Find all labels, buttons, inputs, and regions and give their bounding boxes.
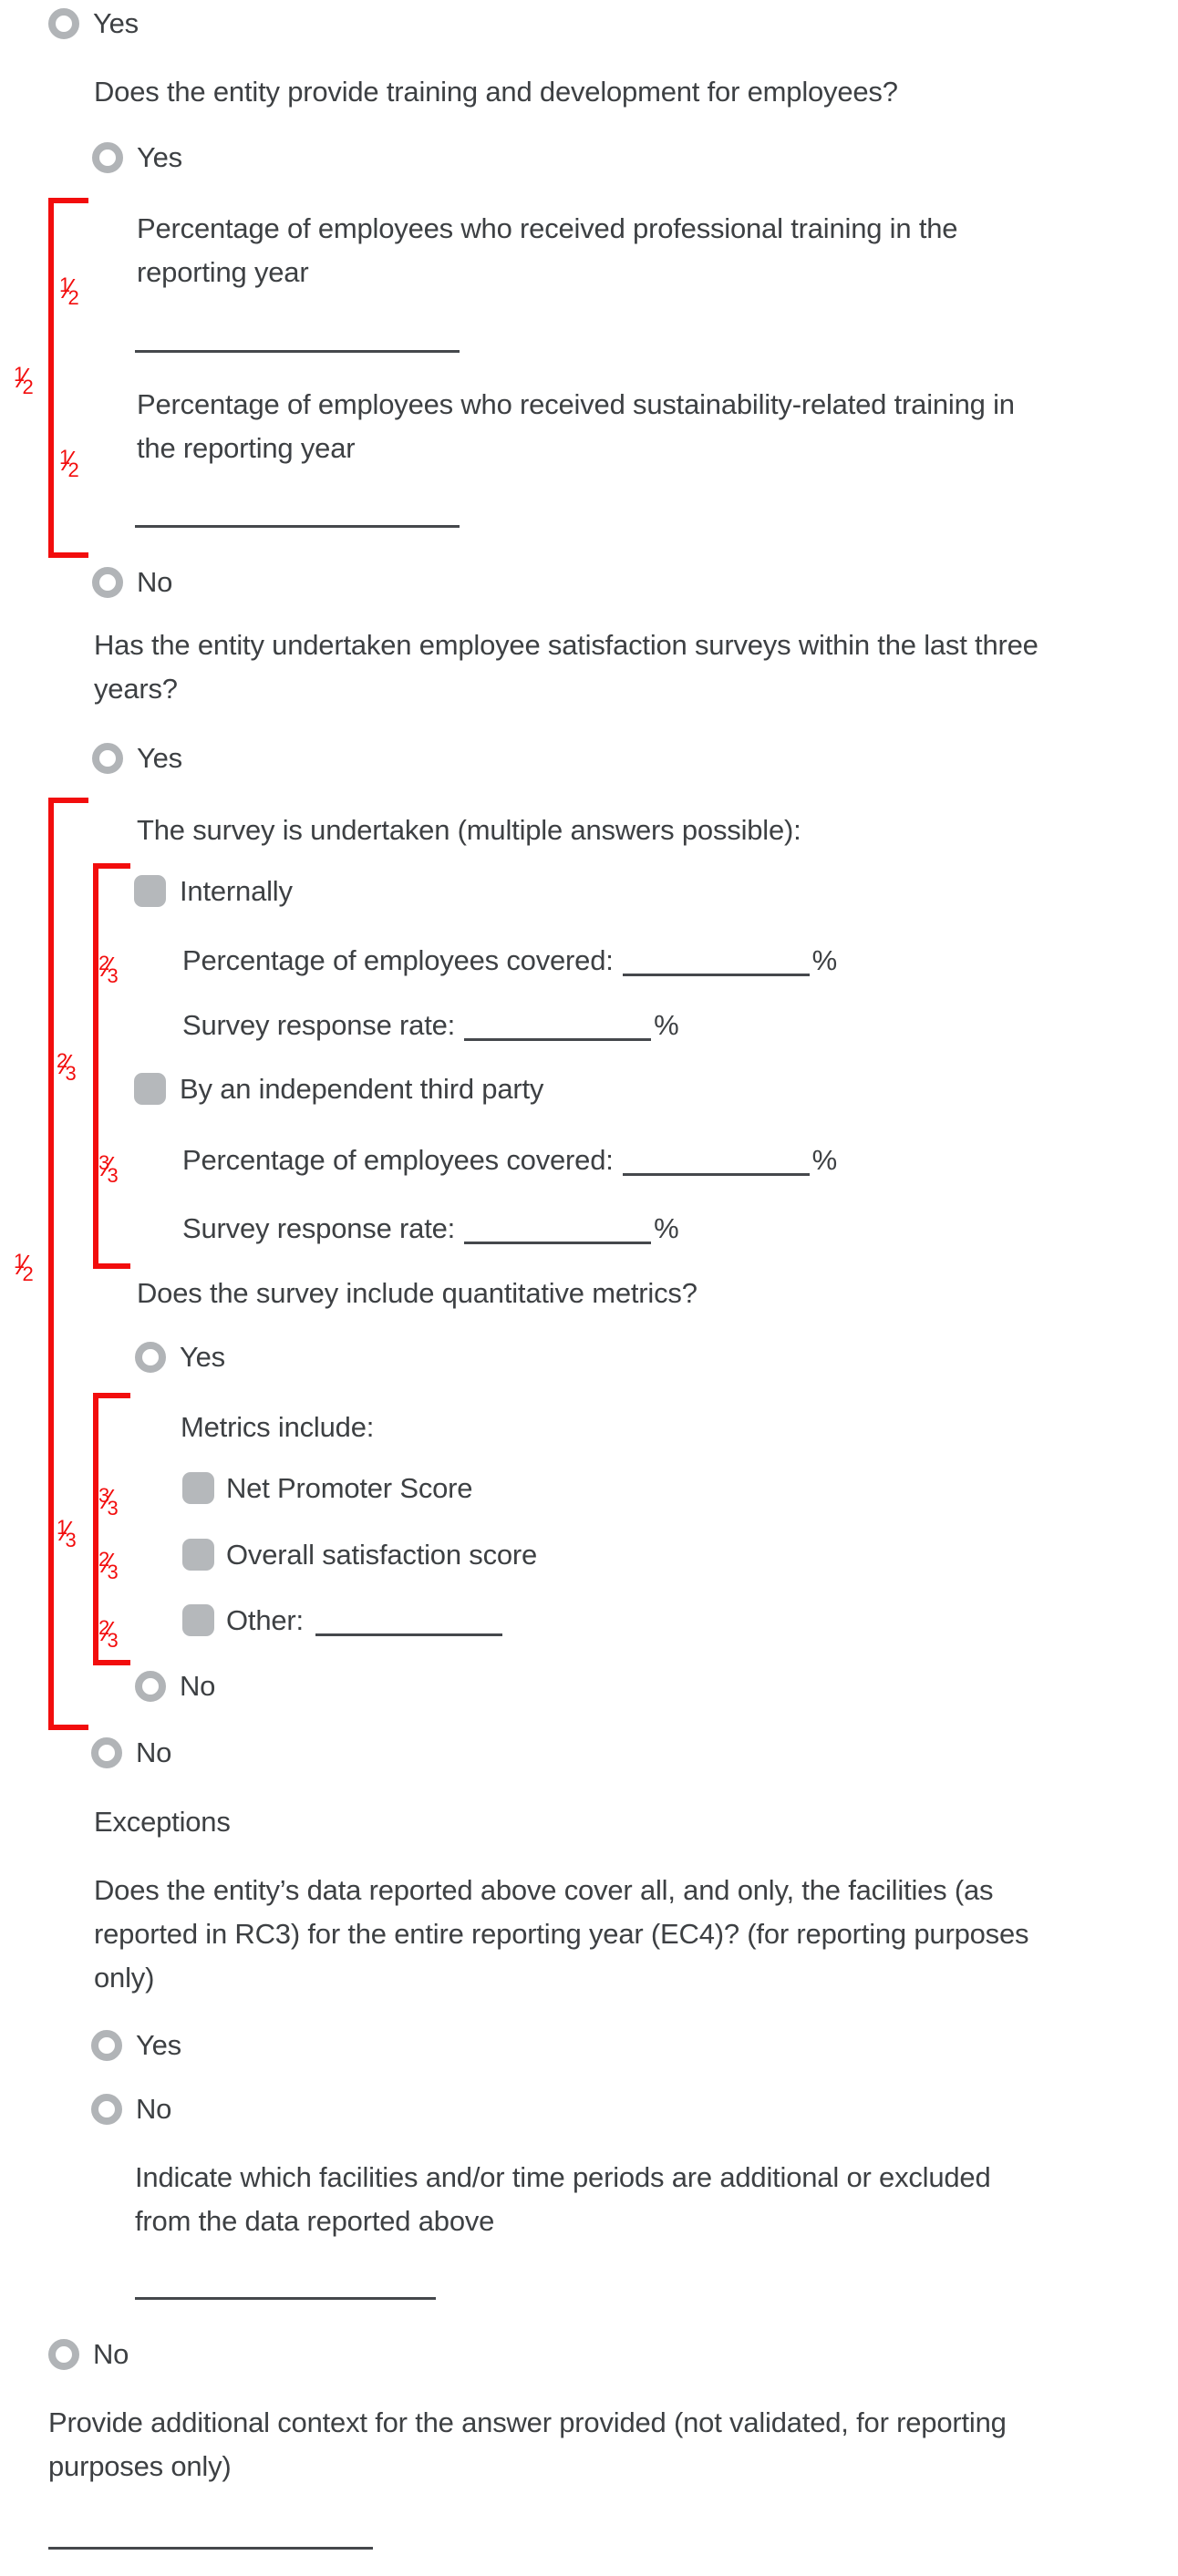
percent-sign: %: [811, 944, 838, 976]
field-thirdparty-response-rate: Survey response rate:%: [182, 1207, 679, 1251]
question-survey: Has the entity undertaken employee satis…: [94, 629, 1038, 705]
text-input-line-sustainability[interactable]: [135, 525, 460, 528]
radio-option-metrics-yes[interactable]: Yes: [135, 1342, 225, 1373]
question-exceptions: Does the entity’s data reported above co…: [94, 1874, 1029, 1994]
radio-option-training-yes[interactable]: Yes: [92, 142, 182, 173]
score-fraction-survey-types: 2⁄3: [57, 1048, 77, 1085]
checkbox-icon[interactable]: [134, 875, 166, 907]
radio-option-root-no[interactable]: No: [48, 2339, 129, 2370]
radio-label: No: [136, 1736, 172, 1768]
checkbox-label: Net Promoter Score: [226, 1471, 473, 1504]
score-fraction-internal-coverage: 2⁄3: [98, 951, 119, 987]
radio-icon[interactable]: [135, 1342, 166, 1373]
checkbox-icon[interactable]: [182, 1604, 214, 1636]
question-quantitative-metrics: Does the survey include quantitative met…: [137, 1277, 698, 1309]
radio-icon[interactable]: [91, 1737, 122, 1768]
checkbox-option-overall-satisfaction[interactable]: Overall satisfaction score: [182, 1539, 537, 1571]
radio-label: Yes: [180, 1341, 225, 1373]
text-input-line-facilities[interactable]: [135, 2297, 436, 2300]
checkbox-option-internally[interactable]: Internally: [134, 875, 293, 907]
score-fraction-metrics-nps: 3⁄3: [98, 1483, 119, 1520]
field-internal-response-rate: Survey response rate:%: [182, 1004, 679, 1047]
prompt-indicate-facilities: Indicate which facilities and/or time pe…: [135, 2161, 991, 2237]
radio-icon[interactable]: [92, 567, 123, 598]
radio-icon[interactable]: [135, 1671, 166, 1702]
field-label: Survey response rate:: [182, 1009, 456, 1041]
field-label: Percentage of employees covered:: [182, 944, 614, 976]
score-fraction-training-outer: 1⁄2: [14, 362, 34, 398]
prompt-metrics-include: Metrics include:: [181, 1411, 375, 1443]
radio-label: No: [93, 2338, 129, 2370]
radio-option-training-no[interactable]: No: [92, 567, 172, 598]
radio-option-survey-yes[interactable]: Yes: [92, 743, 182, 774]
score-fraction-thirdparty-coverage: 3⁄3: [98, 1150, 119, 1187]
score-bracket-survey-types: [93, 863, 130, 1269]
percent-sign: %: [654, 1009, 679, 1041]
checkbox-label: By an independent third party: [180, 1072, 544, 1105]
score-bracket-metrics: [93, 1393, 130, 1665]
text-input-line-context[interactable]: [48, 2547, 373, 2550]
inline-input-line[interactable]: [315, 1606, 502, 1636]
radio-icon[interactable]: [91, 2094, 122, 2125]
label-sustainability-training: Percentage of employees who received sus…: [137, 388, 1015, 464]
score-fraction-training-item1: 1⁄2: [59, 273, 79, 309]
score-bracket-survey: [48, 798, 88, 1730]
score-fraction-metrics-overall: 2⁄3: [98, 1547, 119, 1583]
radio-icon[interactable]: [48, 8, 79, 39]
score-fraction-metrics-group: 1⁄3: [57, 1515, 77, 1551]
heading-exceptions: Exceptions: [94, 1806, 231, 1838]
radio-label: No: [136, 2093, 172, 2125]
percent-sign: %: [654, 1212, 679, 1244]
percent-sign: %: [811, 1144, 838, 1176]
question-training: Does the entity provide training and dev…: [94, 76, 898, 108]
prompt-additional-context: Provide additional context for the answe…: [48, 2406, 1007, 2482]
radio-option-exceptions-yes[interactable]: Yes: [91, 2030, 181, 2061]
text-input-line-professional[interactable]: [135, 350, 460, 353]
checkbox-icon[interactable]: [134, 1073, 166, 1105]
score-bracket-training: [48, 198, 88, 558]
radio-label: Yes: [137, 742, 182, 774]
inline-input-line[interactable]: [464, 1011, 652, 1041]
radio-icon[interactable]: [48, 2339, 79, 2370]
radio-label: No: [180, 1670, 216, 1702]
checkbox-option-third-party[interactable]: By an independent third party: [134, 1073, 543, 1105]
checkbox-label: Other:: [226, 1603, 304, 1636]
inline-input-line[interactable]: [464, 1214, 652, 1244]
checkbox-icon[interactable]: [182, 1472, 214, 1504]
checkbox-label: Internally: [180, 874, 293, 907]
radio-label: Yes: [93, 7, 139, 39]
field-label: Percentage of employees covered:: [182, 1144, 614, 1176]
inline-input-line[interactable]: [622, 1146, 810, 1176]
field-label: Survey response rate:: [182, 1212, 456, 1244]
radio-icon[interactable]: [91, 2030, 122, 2061]
label-professional-training: Percentage of employees who received pro…: [137, 212, 958, 288]
prompt-survey-undertaken: The survey is undertaken (multiple answe…: [137, 814, 801, 846]
radio-icon[interactable]: [92, 743, 123, 774]
score-fraction-metrics-other: 2⁄3: [98, 1615, 119, 1652]
field-thirdparty-coverage: Percentage of employees covered:%: [182, 1139, 837, 1182]
score-fraction-survey-outer: 1⁄2: [14, 1249, 34, 1285]
field-internal-coverage: Percentage of employees covered:%: [182, 939, 837, 983]
radio-option-survey-no[interactable]: No: [91, 1737, 171, 1768]
checkbox-label: Overall satisfaction score: [226, 1538, 538, 1571]
radio-option-root-yes[interactable]: Yes: [48, 8, 139, 39]
radio-option-exceptions-no[interactable]: No: [91, 2094, 171, 2125]
score-fraction-training-item2: 1⁄2: [59, 445, 79, 481]
radio-label: No: [137, 566, 173, 598]
radio-label: Yes: [136, 2029, 181, 2061]
radio-icon[interactable]: [92, 142, 123, 173]
radio-option-metrics-no[interactable]: No: [135, 1671, 215, 1702]
radio-label: Yes: [137, 141, 182, 173]
checkbox-option-nps[interactable]: Net Promoter Score: [182, 1471, 473, 1504]
inline-input-line[interactable]: [622, 946, 810, 976]
checkbox-option-other[interactable]: Other:: [182, 1604, 502, 1636]
checkbox-icon[interactable]: [182, 1539, 214, 1571]
